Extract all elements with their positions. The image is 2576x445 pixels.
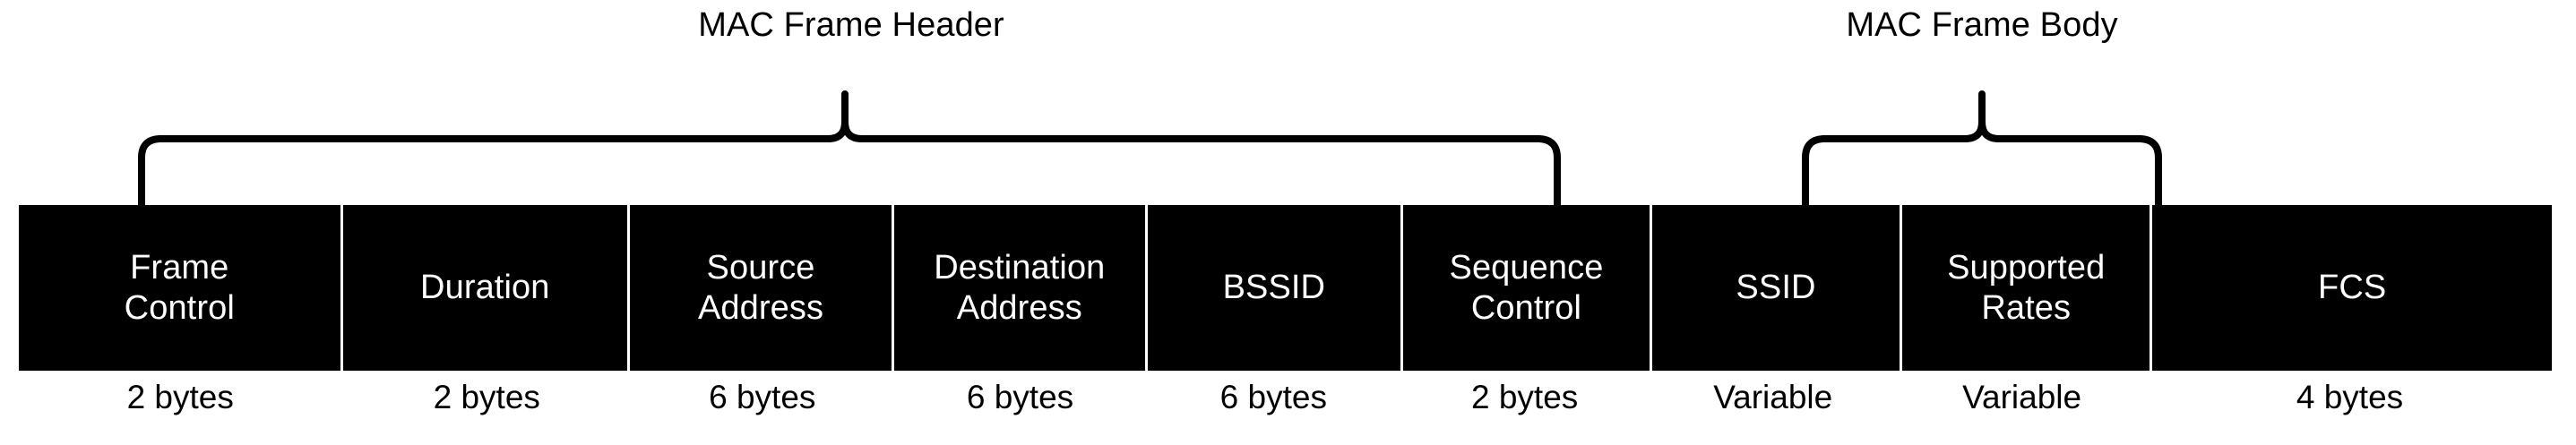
field-label-source-address: Source Address xyxy=(697,248,824,327)
field-size-destination-address: 6 bytes xyxy=(966,379,1074,415)
field-label-sequence-control: Sequence Control xyxy=(1449,248,1604,327)
field-label-ssid: SSID xyxy=(1736,269,1816,306)
field-label-bssid: BSSID xyxy=(1222,269,1326,306)
field-box-source-address[interactable]: Source Address xyxy=(629,205,892,371)
group-title-mac-frame-body: MAC Frame Body xyxy=(1846,6,2118,44)
field-box-supported-rates[interactable]: Supported Rates xyxy=(1902,205,2150,371)
brace-mac-frame-body-shape xyxy=(1802,90,2162,206)
group-title-mac-frame-header: MAC Frame Header xyxy=(698,6,1004,44)
field-box-sequence-control[interactable]: Sequence Control xyxy=(1403,205,1650,371)
brace-mac-frame-body xyxy=(1796,86,2167,211)
field-box-bssid[interactable]: BSSID xyxy=(1147,205,1401,371)
field-box-frame-control[interactable]: Frame Control xyxy=(19,205,340,371)
field-size-sequence-control: 2 bytes xyxy=(1471,379,1579,415)
field-size-bssid: 6 bytes xyxy=(1219,379,1327,415)
field-label-fcs: FCS xyxy=(2318,269,2387,306)
field-label-destination-address: Destination Address xyxy=(934,248,1106,327)
frame-size-row: 2 bytes 2 bytes 6 bytes 6 bytes 6 bytes … xyxy=(19,374,2552,428)
brace-mac-frame-header-shape xyxy=(138,90,1561,206)
frame-field-row: Frame Control Duration Source Address De… xyxy=(19,205,2552,371)
field-box-fcs[interactable]: FCS xyxy=(2152,205,2552,371)
field-label-frame-control: Frame Control xyxy=(124,248,235,327)
field-size-source-address: 6 bytes xyxy=(709,379,816,415)
field-box-ssid[interactable]: SSID xyxy=(1651,205,1900,371)
field-size-duration: 2 bytes xyxy=(433,379,540,415)
field-label-duration: Duration xyxy=(420,269,550,306)
field-size-ssid: Variable xyxy=(1713,379,1833,415)
field-size-frame-control: 2 bytes xyxy=(126,379,234,415)
field-label-supported-rates: Supported Rates xyxy=(1947,248,2106,327)
brace-mac-frame-header xyxy=(133,86,1566,211)
field-size-supported-rates: Variable xyxy=(1962,379,2082,415)
field-box-duration[interactable]: Duration xyxy=(342,205,627,371)
field-box-destination-address[interactable]: Destination Address xyxy=(894,205,1145,371)
field-size-fcs: 4 bytes xyxy=(2296,379,2404,415)
